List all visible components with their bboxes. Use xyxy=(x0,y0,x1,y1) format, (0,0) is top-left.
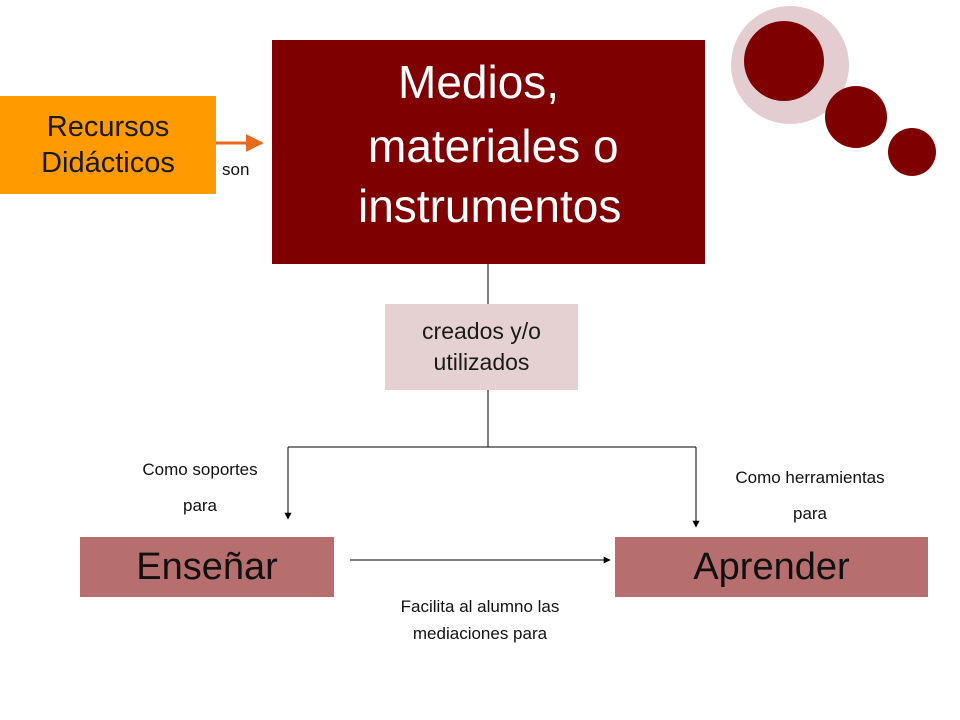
main-line-1: Medios, xyxy=(398,56,560,108)
main-line-3: instrumentos xyxy=(358,180,622,232)
soportes-line-2: para xyxy=(182,496,218,515)
son-label: son xyxy=(222,160,250,179)
herramientas-line-2: para xyxy=(792,504,828,523)
creados-line-2: utilizados xyxy=(433,349,530,375)
creados-line-1: creados y/o xyxy=(422,318,541,344)
recursos-didacticos-node: Recursos Didácticos xyxy=(0,96,216,194)
aprender-node: Aprender xyxy=(615,537,928,597)
facilita-line-2: mediaciones para xyxy=(412,624,548,643)
recursos-line-2: Didácticos xyxy=(41,147,175,179)
facilita-label: Facilita al alumno las mediaciones para xyxy=(330,593,630,647)
decor-large-dot xyxy=(744,21,824,101)
soportes-line-1: Como soportes xyxy=(142,460,258,479)
herramientas-line-1: Como herramientas xyxy=(735,468,885,487)
facilita-line-1: Facilita al alumno las xyxy=(400,597,560,616)
decorative-circles xyxy=(731,6,936,176)
herramientas-label: Como herramientas para xyxy=(700,466,920,526)
creados-utilizados-node: creados y/o utilizados xyxy=(385,304,578,390)
decor-medium-dot xyxy=(825,86,887,148)
decor-small-dot xyxy=(888,128,936,176)
soportes-label: Como soportes para xyxy=(110,458,290,518)
recursos-line-1: Recursos xyxy=(46,111,170,143)
main-line-2: materiales o xyxy=(368,120,619,172)
ensenar-node: Enseñar xyxy=(80,537,334,597)
medios-materiales-node: Medios, materiales o instrumentos xyxy=(272,40,705,264)
